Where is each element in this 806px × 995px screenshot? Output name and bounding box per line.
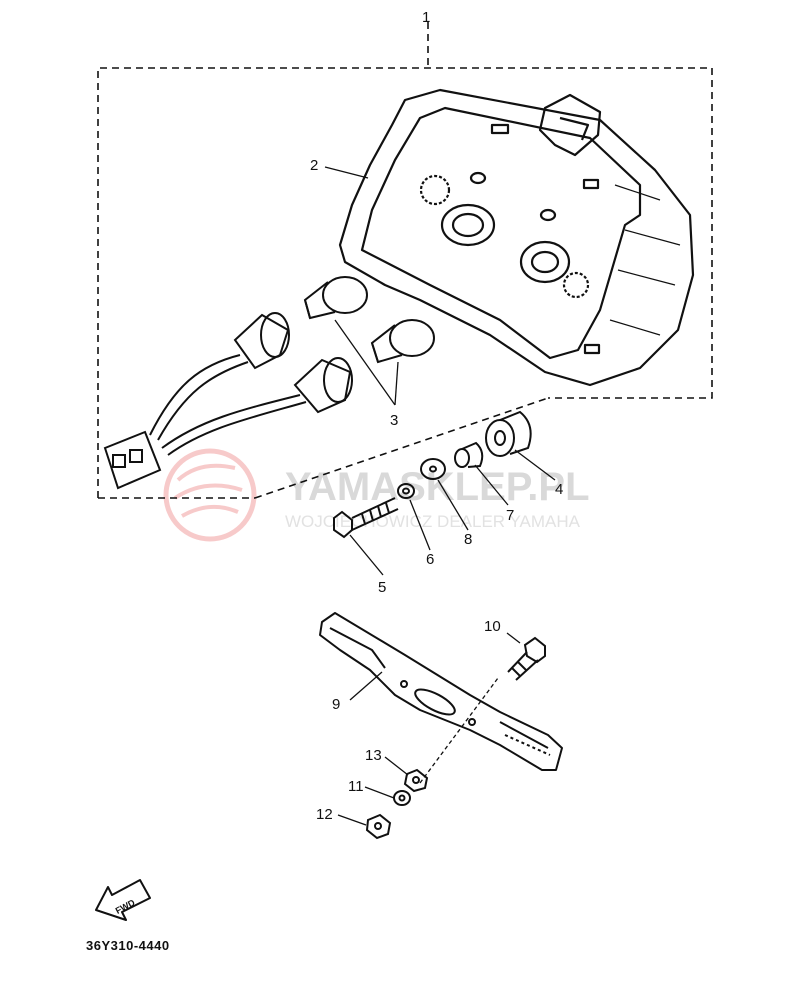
wire-harness (103, 312, 353, 490)
callout-11: 11 (348, 778, 364, 795)
washer-part-8 (420, 458, 446, 480)
callout-3: 3 (390, 412, 398, 429)
washer-part-11 (393, 790, 411, 806)
callout-7: 7 (506, 507, 514, 524)
callout-6: 6 (426, 551, 434, 568)
part-code: 36Y310-4440 (86, 938, 170, 953)
collar-part-7 (454, 441, 484, 468)
leader-lines (324, 166, 556, 826)
callout-9: 9 (332, 696, 340, 713)
front-direction-arrow: FWD (95, 879, 151, 921)
callout-12: 12 (316, 806, 333, 823)
bulb-right (370, 319, 435, 364)
license-light-bracket (319, 612, 563, 771)
callout-5: 5 (378, 579, 386, 596)
callout-13: 13 (365, 747, 382, 764)
callout-2: 2 (310, 157, 318, 174)
watermark: YAMASKLEP.PL WOJCIECHOWICZ DEALER YAMAHA (163, 448, 590, 542)
callout-1: 1 (422, 9, 430, 26)
assembly-boundary (97, 22, 713, 499)
washer-part-6 (397, 483, 415, 499)
callout-4: 4 (555, 481, 563, 498)
callout-labels: 1 2 3 4 5 6 7 8 9 10 11 12 13 (310, 9, 563, 823)
nut-part-12 (365, 813, 392, 840)
tail-light-housing (338, 88, 695, 387)
grommet-part-4 (485, 410, 532, 457)
bulb-left (303, 276, 368, 320)
bolt-part-10 (507, 636, 546, 681)
watermark-subtitle: WOJCIECHOWICZ DEALER YAMAHA (285, 512, 581, 531)
watermark-title: YAMASKLEP.PL (285, 465, 590, 509)
bolt-part-5 (333, 497, 399, 539)
arrow-icon (95, 879, 151, 921)
callout-8: 8 (464, 531, 472, 548)
watermark-logo (163, 448, 257, 542)
nut-part-13 (403, 768, 429, 793)
callout-10: 10 (484, 618, 501, 635)
